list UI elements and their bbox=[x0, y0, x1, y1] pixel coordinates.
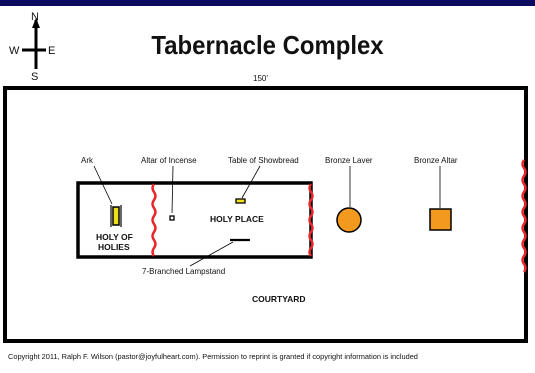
compass-west: W bbox=[9, 45, 20, 57]
bronze-laver-icon bbox=[336, 207, 362, 233]
compass-rose-icon bbox=[22, 18, 46, 69]
label-bronze-altar: Bronze Altar bbox=[414, 156, 458, 165]
courtyard-wall bbox=[3, 86, 528, 343]
altar-of-incense-icon bbox=[169, 215, 175, 221]
label-holy-place: HOLY PLACE bbox=[210, 214, 264, 224]
table-of-showbread-icon bbox=[235, 198, 246, 204]
dimension-label: 150' bbox=[253, 74, 268, 83]
label-courtyard: COURTYARD bbox=[252, 294, 306, 304]
label-holy-of-holies-line1: HOLY OF bbox=[96, 232, 133, 242]
compass-south: S bbox=[31, 71, 38, 83]
top-bar bbox=[0, 0, 535, 6]
diagram-title: Tabernacle Complex bbox=[151, 30, 384, 60]
leader-lines bbox=[93, 165, 441, 267]
label-altar-of-incense: Altar of Incense bbox=[141, 156, 197, 165]
label-lampstand: 7-Branched Lampstand bbox=[142, 267, 225, 276]
tabernacle-door-curtain bbox=[308, 183, 314, 257]
ark-icon bbox=[112, 206, 120, 226]
label-ark: Ark bbox=[81, 156, 94, 165]
label-table-of-showbread: Table of Showbread bbox=[228, 156, 299, 165]
veil-curtain bbox=[151, 183, 157, 257]
label-bronze-laver: Bronze Laver bbox=[325, 156, 373, 165]
copyright-notice: Copyright 2011, Ralph F. Wilson (pastor@… bbox=[8, 352, 418, 361]
compass-north: N bbox=[31, 11, 39, 23]
label-holy-of-holies-line2: HOLIES bbox=[98, 242, 130, 252]
compass-east: E bbox=[48, 45, 55, 57]
bronze-altar-icon bbox=[429, 208, 452, 231]
courtyard-gate-curtain bbox=[521, 159, 527, 273]
tabernacle-building bbox=[76, 181, 313, 259]
